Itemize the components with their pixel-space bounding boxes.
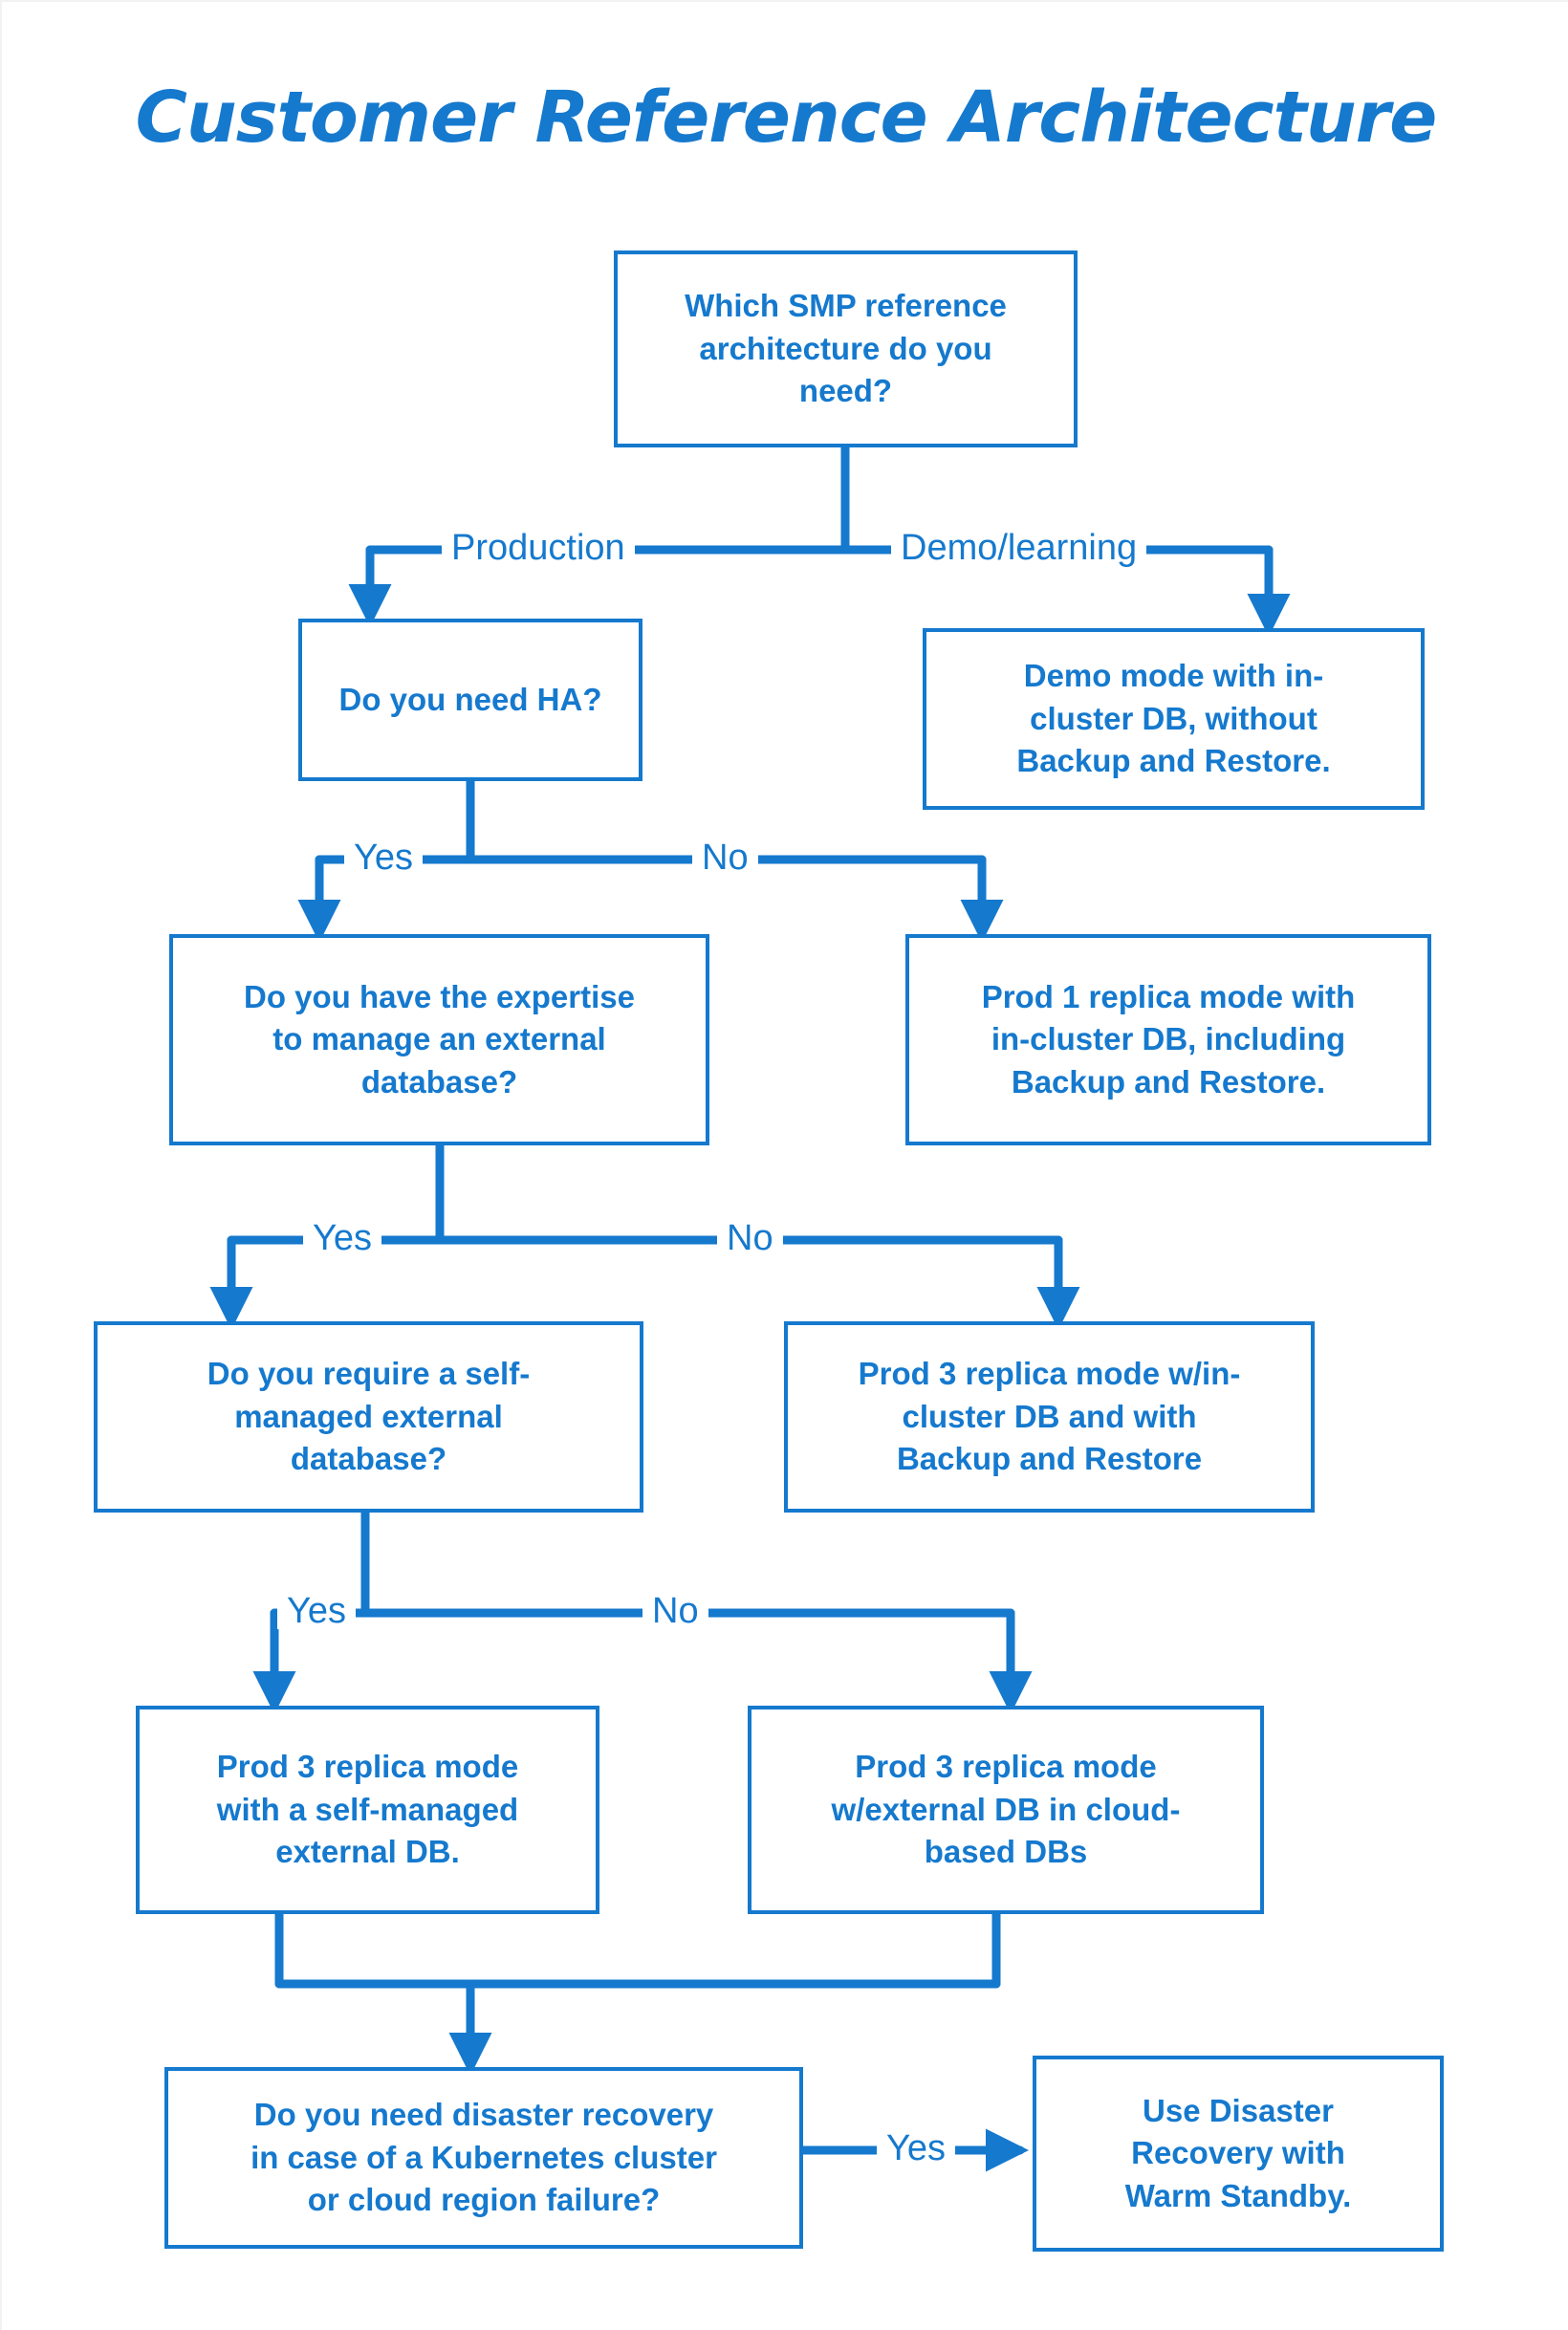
node-label: Use Disaster Recovery with Warm Standby. [1124,2092,1352,2213]
node-do-you-need-ha[interactable]: Do you need HA? [298,619,642,781]
edge-label-expertise-no: No [717,1220,783,1256]
page-title: Customer Reference Architecture [135,76,1438,159]
node-label: Prod 3 replica mode w/in- cluster DB and… [858,1356,1241,1477]
node-do-you-require-self-managed-db[interactable]: Do you require a self- managed external … [94,1321,643,1513]
edge-label-expertise-yes: Yes [303,1220,381,1256]
node-use-disaster-recovery-warm-standby[interactable]: Use Disaster Recovery with Warm Standby. [1033,2056,1444,2252]
node-label: Do you need HA? [338,681,602,717]
edge-label-production: Production [442,530,635,566]
node-label: Prod 3 replica mode with a self-managed … [216,1749,519,1870]
node-label: Prod 3 replica mode w/external DB in clo… [831,1749,1181,1870]
node-prod-1-replica-mode[interactable]: Prod 1 replica mode with in-cluster DB, … [905,934,1431,1145]
node-which-smp-reference-architecture[interactable]: Which SMP reference architecture do you … [614,250,1078,447]
node-prod-3-replica-in-cluster[interactable]: Prod 3 replica mode w/in- cluster DB and… [784,1321,1315,1513]
node-label: Do you have the expertise to manage an e… [244,978,635,1100]
node-label: Prod 1 replica mode with in-cluster DB, … [981,978,1356,1100]
node-label: Demo mode with in- cluster DB, without B… [1016,658,1331,779]
edge-label-selfmanaged-no: No [642,1593,708,1629]
node-label: Which SMP reference architecture do you … [685,288,1007,409]
node-prod-3-replica-self-managed[interactable]: Prod 3 replica mode with a self-managed … [136,1706,599,1914]
edge-label-selfmanaged-yes: Yes [277,1593,356,1629]
node-prod-3-replica-cloud-db[interactable]: Prod 3 replica mode w/external DB in clo… [748,1706,1264,1914]
edge-label-demo-learning: Demo/learning [891,530,1147,566]
node-label: Do you require a self- managed external … [207,1356,531,1477]
edge-label-dr-yes: Yes [877,2130,955,2167]
node-do-you-have-the-expertise[interactable]: Do you have the expertise to manage an e… [169,934,709,1145]
edge-label-ha-yes: Yes [344,839,423,876]
node-label: Do you need disaster recovery in case of… [250,2097,717,2218]
node-demo-mode[interactable]: Demo mode with in- cluster DB, without B… [923,628,1425,810]
node-do-you-need-disaster-recovery[interactable]: Do you need disaster recovery in case of… [164,2067,803,2249]
edge-label-ha-no: No [692,839,758,876]
